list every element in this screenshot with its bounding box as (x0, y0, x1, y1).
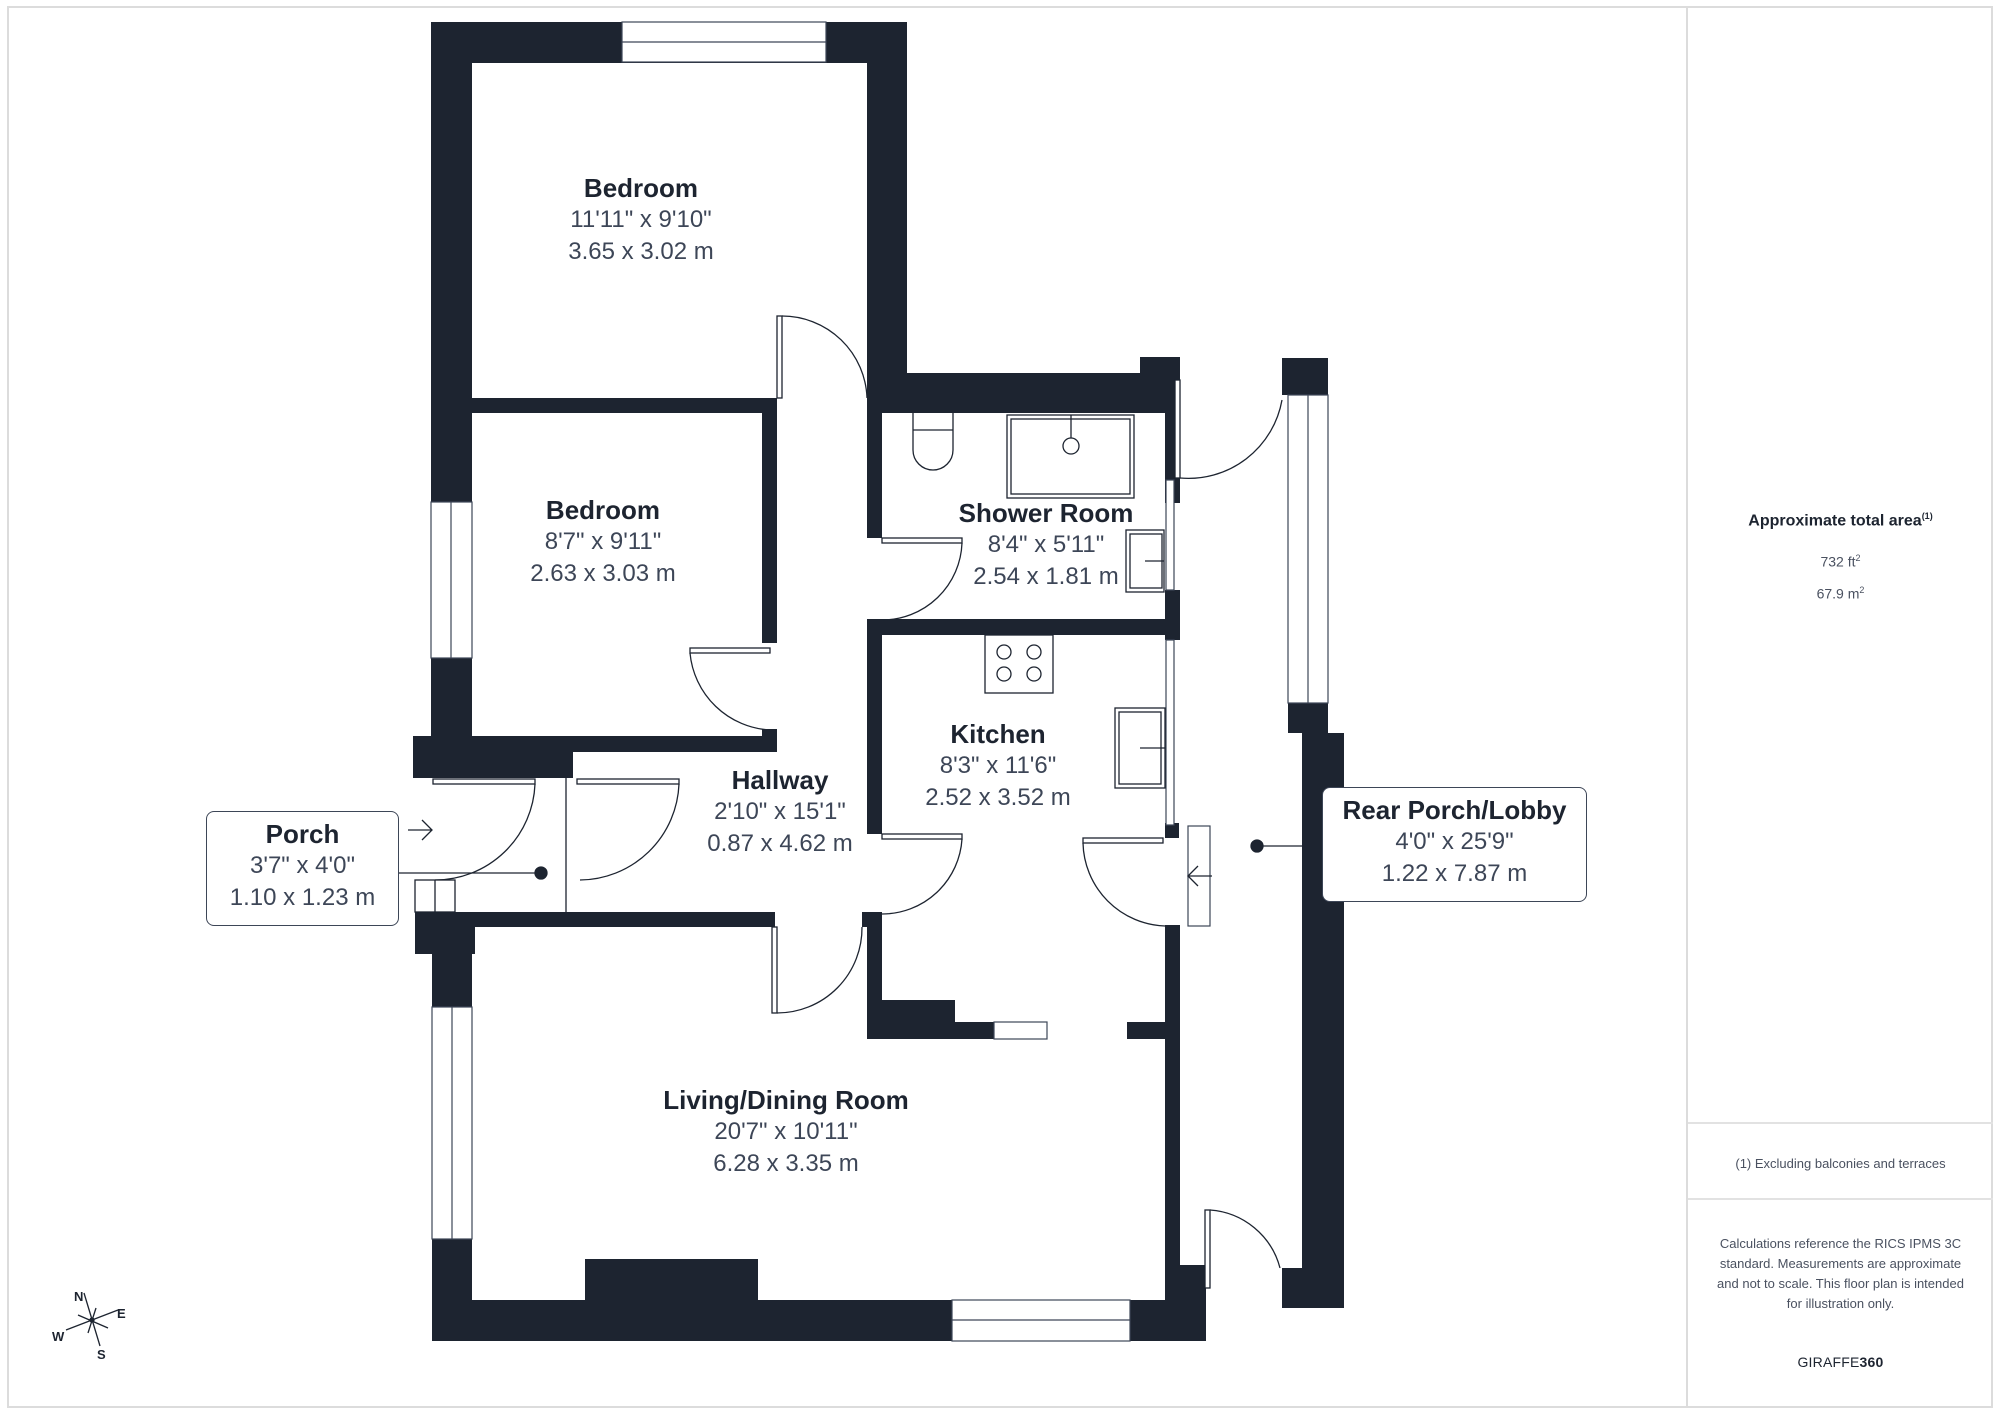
room-dimensions-imperial: 8'3" x 11'6" (939, 752, 1057, 779)
panel-divider (1688, 1198, 1993, 1200)
compass-rose-icon (65, 1292, 119, 1347)
brand-logo: GIRAFFE360 (1797, 1354, 1884, 1370)
room-shower-room: Shower Room 8'4" x 5'11" 2.54 x 1.81 m (959, 497, 1134, 593)
room-dimensions-imperial: 8'4" x 5'11" (987, 531, 1105, 558)
callout-rear-porch: Rear Porch/Lobby 4'0" x 25'9" 1.22 x 7.8… (1322, 787, 1587, 902)
total-area-values: 732 ft2 67.9 m2 (1688, 544, 1993, 607)
room-dimensions-imperial: 2'10" x 15'1" (714, 798, 846, 825)
room-dimensions-metric: 2.63 x 3.03 m (530, 560, 676, 587)
compass-west: W (52, 1329, 65, 1344)
room-dimensions-imperial: 20'7" x 10'11" (714, 1118, 858, 1145)
room-hallway: Hallway 2'10" x 15'1" 0.87 x 4.62 m (707, 764, 852, 860)
room-name: Living/Dining Room (663, 1085, 909, 1115)
disclaimer-text: Calculations reference the RICS IPMS 3C … (1717, 1236, 1964, 1311)
footnote-text: (1) Excluding balconies and terraces (1735, 1156, 1946, 1171)
footnote-marker: (1) (1921, 511, 1933, 521)
room-name: Shower Room (958, 498, 1134, 528)
area-sqft: 732 ft2 (1820, 553, 1861, 570)
room-dimensions-imperial: 11'11" x 9'10" (570, 206, 712, 233)
summary-panel: Approximate total area(1) 732 ft2 67.9 m… (1686, 6, 1993, 1408)
room-dimensions-imperial: 3'7" x 4'0" (250, 852, 355, 879)
room-dimensions-metric: 1.10 x 1.23 m (229, 884, 376, 911)
room-bedroom-2: Bedroom 8'7" x 9'11" 2.63 x 3.03 m (530, 494, 675, 590)
room-name: Bedroom (545, 495, 661, 525)
room-name: Bedroom (583, 173, 699, 203)
room-living-dining: Living/Dining Room 20'7" x 10'11" 6.28 x… (663, 1084, 909, 1180)
room-name: Kitchen (950, 719, 1046, 749)
room-dimensions-imperial: 4'0" x 25'9" (1395, 828, 1514, 855)
room-name: Porch (265, 819, 340, 849)
room-name: Hallway (731, 765, 829, 795)
total-area-block: Approximate total area(1) 732 ft2 67.9 m… (1688, 511, 1993, 608)
compass-south: S (97, 1347, 106, 1362)
page-frame (7, 6, 1993, 1408)
room-name: Rear Porch/Lobby (1342, 795, 1567, 825)
panel-divider (1688, 1122, 1993, 1124)
room-dimensions-metric: 0.87 x 4.62 m (707, 830, 853, 857)
room-dimensions-metric: 1.22 x 7.87 m (1381, 860, 1528, 887)
room-dimensions-metric: 2.54 x 1.81 m (973, 563, 1119, 590)
callout-porch: Porch 3'7" x 4'0" 1.10 x 1.23 m (206, 811, 399, 926)
room-dimensions-imperial: 8'7" x 9'11" (544, 528, 662, 555)
room-dimensions-metric: 6.28 x 3.35 m (713, 1150, 859, 1177)
compass-north: N (74, 1289, 84, 1304)
area-sqm: 67.9 m2 (1816, 584, 1865, 602)
room-bedroom-1: Bedroom 11'11" x 9'10" 3.65 x 3.02 m (568, 172, 713, 268)
compass-east: E (117, 1306, 126, 1321)
room-kitchen: Kitchen 8'3" x 11'6" 2.52 x 3.52 m (925, 718, 1070, 814)
room-dimensions-metric: 2.52 x 3.52 m (925, 784, 1071, 811)
total-area-title: Approximate total area(1) (1748, 511, 1933, 530)
room-dimensions-metric: 3.65 x 3.02 m (568, 238, 714, 265)
